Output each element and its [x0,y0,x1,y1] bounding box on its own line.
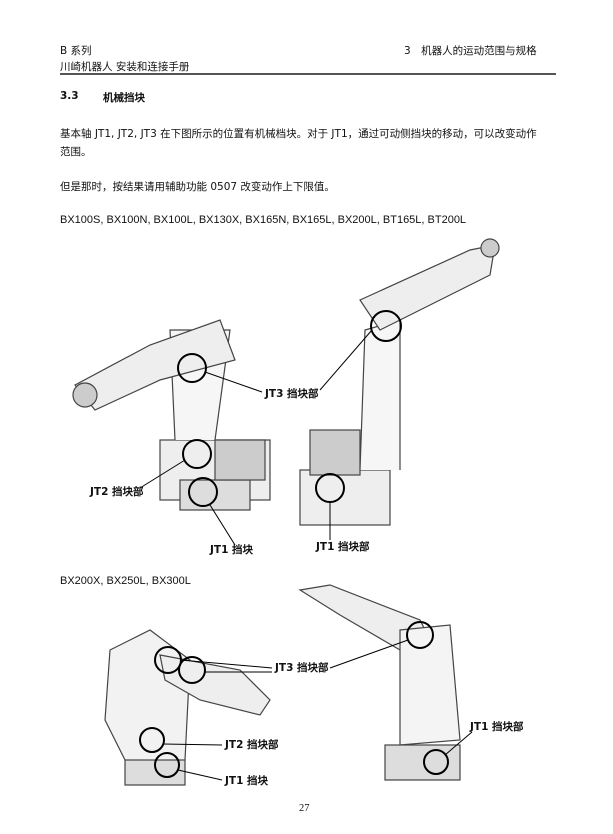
figure-2-jt2-label: JT2 挡块部 [225,739,279,751]
leader-lines-2 [162,639,473,781]
figure-2-jt1-stopper-label: JT1 挡块部 [470,721,524,733]
leader-lines-1 [139,329,373,546]
paragraph-1-cont: 范围。 [60,146,92,158]
figure-1-jt1-stopper-label: JT1 挡块部 [316,541,370,553]
figure-2-jt3-label: JT3 挡块部 [275,662,329,674]
figure-1-jt3-label: JT3 挡块部 [265,388,319,400]
stopper-callouts-2 [139,621,449,778]
header-manual-title: 川崎机器人 安装和连接手册 [60,61,190,73]
paragraph-2: 但是那时，按结果请用辅助功能 0507 改变动作上下限值。 [60,181,335,193]
figure-1-jt2-label: JT2 挡块部 [90,486,144,498]
paragraph-1: 基本轴 JT1, JT2, JT3 在下图所示的位置有机械档块。对于 JT1，通… [60,128,537,140]
robot-drawing-1b [299,238,500,526]
robot-drawing-2a [104,629,271,786]
figure-2-models: BX200X, BX250L, BX300L [60,575,191,587]
page-number: 27 [299,803,310,814]
figure-2-jt1-label: JT1 挡块 [225,775,269,787]
robot-drawing-2b [298,584,461,781]
section-title: 机械挡块 [103,92,145,104]
header-series: B 系列 [60,45,92,57]
header-chapter: 3 机器人的运动范围与规格 [404,45,537,57]
header-rule [60,73,556,75]
robot-drawing-1a [72,319,271,511]
figure-1-models: BX100S, BX100N, BX100L, BX130X, BX165N, … [60,214,467,226]
figure-1-jt1-label: JT1 挡块 [210,544,254,556]
section-number: 3.3 [60,90,79,102]
